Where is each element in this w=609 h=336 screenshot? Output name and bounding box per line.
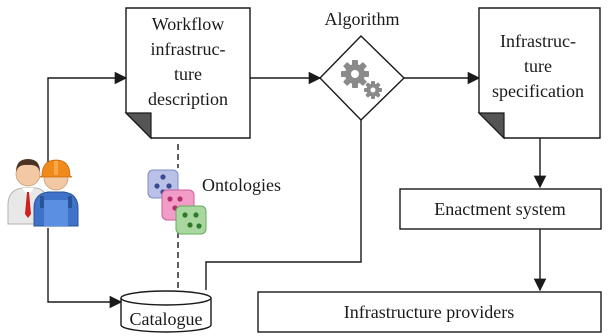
workflow-line-4: description [148,89,228,109]
spec-line-3: specification [492,81,584,101]
workflow-description-document: Workflow infrastruc- ture description [124,7,251,140]
users-icon [7,159,79,227]
enactment-system-box: Enactment system [399,188,602,230]
ontologies-label: Ontologies [202,175,281,195]
algorithm-node: Algorithm [319,9,406,121]
workflow-line-1: Workflow [152,14,225,34]
arrow-users-to-catalogue [47,228,123,309]
providers-label: Infrastructure providers [344,302,514,322]
infrastructure-providers-box: Infrastructure providers [257,291,602,333]
arrow-users-to-workflow [47,71,128,162]
line-algorithm-to-catalogue [205,120,362,290]
ontologies-node: Ontologies [147,169,281,235]
spec-line-1: Infrastruc- [500,31,576,51]
catalogue-database: Catalogue [120,290,212,333]
worker-user-icon [33,159,79,227]
catalogue-label: Catalogue [130,309,203,329]
spec-line-2: ture [524,56,552,76]
workflow-line-2: infrastruc- [151,39,226,59]
connectors [47,71,547,309]
gears-icon [341,60,382,99]
workflow-line-3: ture [174,64,202,84]
infrastructure-specification-document: Infrastruc- ture specification [477,7,601,140]
ontology-stack-icon [147,169,207,235]
algorithm-label: Algorithm [325,9,400,29]
enactment-label: Enactment system [434,199,565,219]
